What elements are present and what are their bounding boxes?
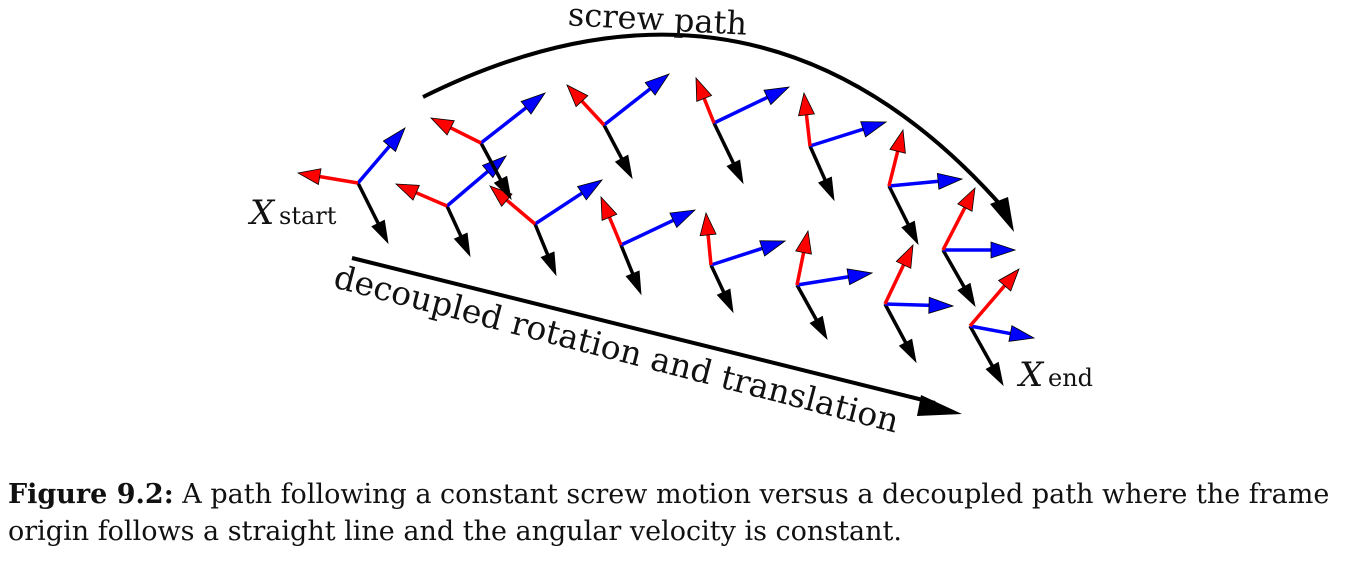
frame-z-axis-arrow [968,325,1004,387]
coordinate-frame [968,268,1036,387]
coordinate-frame [394,155,507,258]
frame-x-axis-arrow [968,268,1020,328]
coordinate-frame [795,229,874,341]
frame-y-axis-arrow [809,121,888,148]
frame-x-axis-arrow [883,243,914,305]
coordinate-frame [296,127,406,245]
decoupled-path-label: decoupled rotation and translation [330,257,903,440]
coordinate-frame [798,91,888,202]
svg-text:X: X [1016,355,1045,395]
frame-y-axis-arrow [534,179,604,226]
frame-y-axis-arrow [884,296,955,314]
coordinate-frame [600,195,697,296]
coordinate-frame [489,179,604,277]
frame-x-axis-arrow [394,183,448,208]
frame-y-axis-arrow [969,324,1036,342]
frame-z-axis-arrow [808,145,835,202]
frame-y-axis-arrow [710,240,787,267]
coordinate-frame [887,128,964,246]
screw-motion-figure: screw path decoupled rotation and transl… [247,0,1093,440]
coordinate-frame [566,73,670,180]
frame-z-axis-arrow [356,182,389,245]
frame-z-axis-arrow [941,249,976,308]
svg-text:start: start [279,202,337,230]
svg-text:end: end [1048,364,1093,392]
frame-y-axis-arrow [479,92,546,145]
frame-z-axis-arrow [712,122,744,185]
svg-text:X: X [247,193,276,233]
frame-z-axis-arrow [883,303,917,364]
figure-caption: Figure 9.2: A path following a constant … [8,476,1348,550]
coordinate-frame [699,211,787,314]
caption-text: A path following a constant screw motion… [8,479,1330,547]
frame-y-axis-arrow [888,172,964,190]
frame-y-axis-arrow [943,241,1017,259]
frame-x-axis-arrow [566,84,606,127]
decoupled-path-arrowhead [917,395,962,416]
frame-z-axis-arrow [445,205,471,258]
coordinate-frame [429,92,546,201]
frame-x-axis-arrow [600,195,623,246]
decoupled-path-arrow [351,256,936,405]
frame-x-axis-arrow [798,91,816,147]
frame-x-axis-arrow [489,185,537,226]
frame-x-axis-arrow [429,117,482,145]
frame-y-axis-arrow [713,86,791,125]
frame-z-axis-arrow [709,264,734,314]
frame-z-axis-arrow [533,223,557,277]
frame-x-axis-arrow [296,168,359,186]
frame-z-axis-arrow [619,244,642,296]
coordinate-frame [883,243,955,364]
start-frame-label: X start [247,193,337,233]
frame-z-axis-arrow [479,142,512,201]
frame-x-axis-arrow [699,211,717,266]
frame-x-axis-arrow [795,229,812,286]
screw-path-label: screw path [567,0,748,43]
frame-z-axis-arrow [602,124,633,180]
frame-z-axis-arrow [887,185,919,246]
frame-x-axis-arrow [887,128,906,187]
frame-x-axis-arrow [695,76,716,124]
caption-label: Figure 9.2: [8,479,174,510]
screw-path-arrowhead [990,197,1014,232]
frame-z-axis-arrow [795,284,828,341]
end-frame-label: X end [1016,355,1093,395]
coordinate-frame [941,186,1017,308]
frame-y-axis-arrow [602,73,670,127]
coordinate-frame [695,76,791,185]
frame-y-axis-arrow [620,209,697,247]
frame-y-axis-arrow [356,127,406,185]
frame-y-axis-arrow [796,268,874,287]
frame-x-axis-arrow [941,186,976,251]
screw-path-arrow [422,32,1007,212]
coordinate-frames [296,73,1036,387]
